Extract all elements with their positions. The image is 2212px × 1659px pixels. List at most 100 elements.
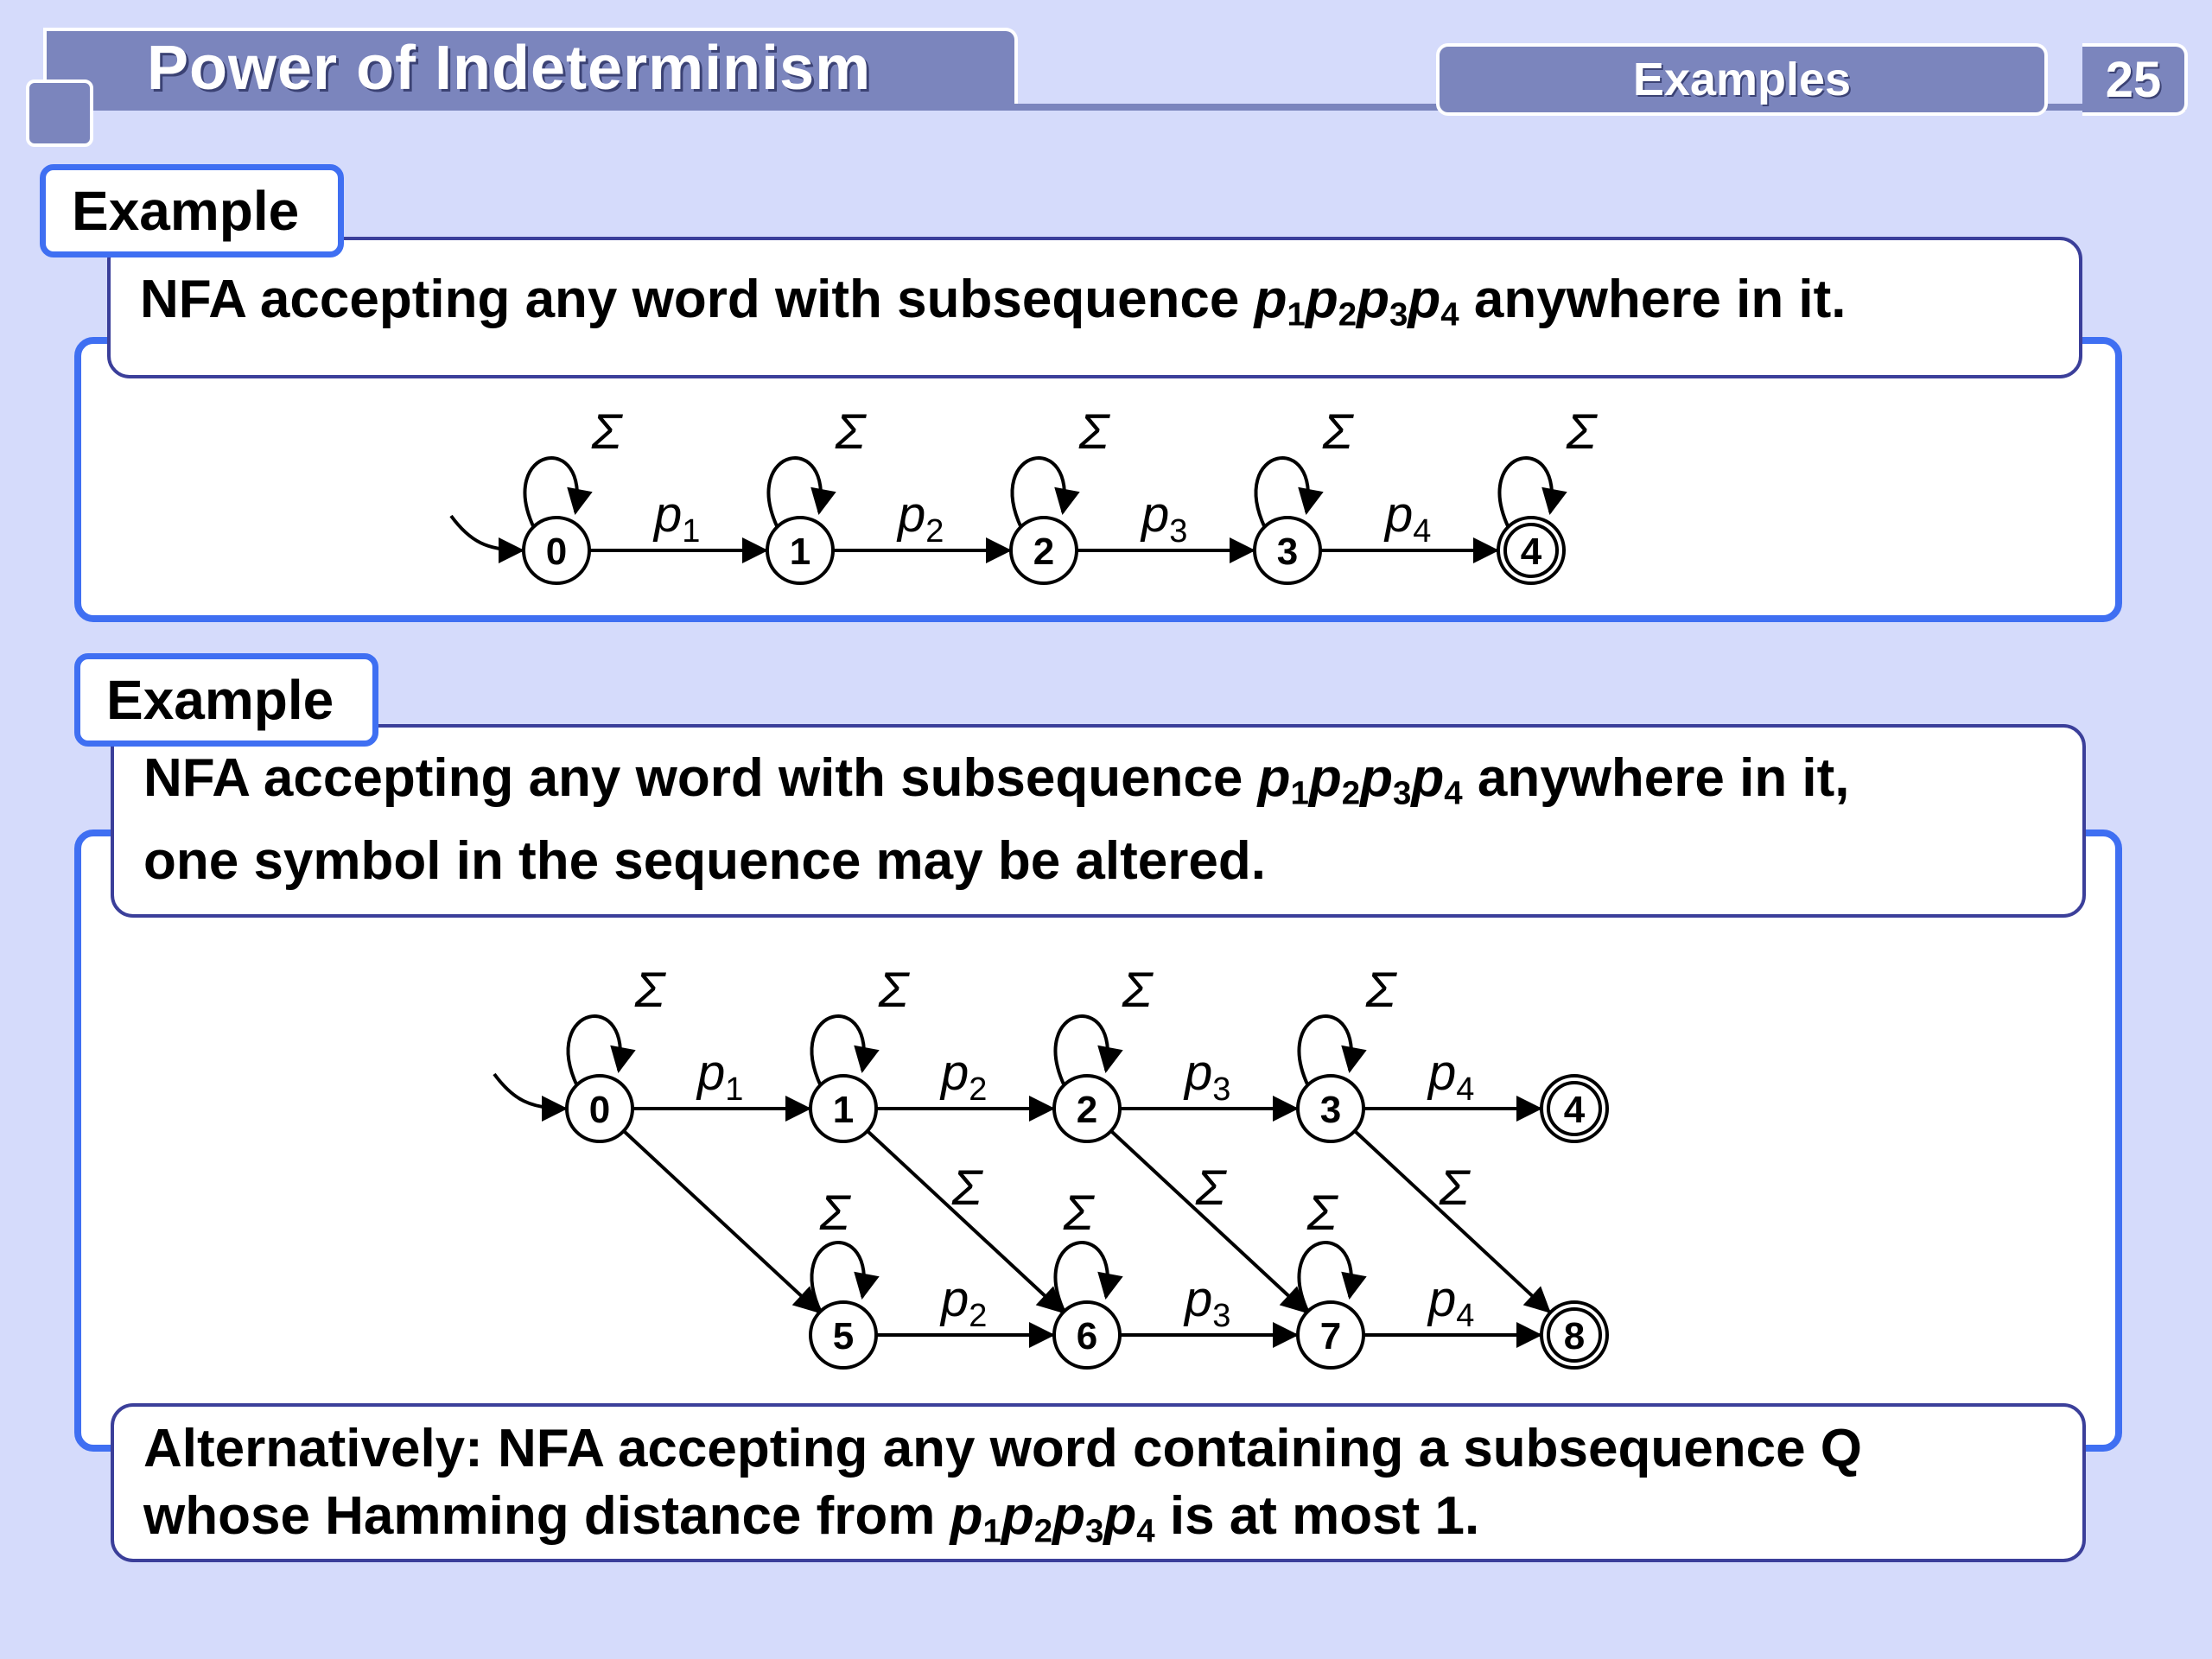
sequence-symbol: p xyxy=(950,1486,983,1546)
sequence-subscript: 3 xyxy=(1389,296,1408,334)
edge-1-6-label: Σ xyxy=(951,1160,984,1216)
state-0 xyxy=(522,516,591,585)
example1-label: Example xyxy=(40,164,344,257)
state-4-label: 4 xyxy=(1564,1089,1586,1131)
state-0-label: 0 xyxy=(546,531,567,573)
example2-caption-text-before: NFA accepting any word with subsequence xyxy=(143,748,1258,808)
state-6 xyxy=(1052,1300,1122,1370)
header-rule xyxy=(43,104,2186,111)
example2-label-text: Example xyxy=(106,669,334,731)
sequence-symbol: p xyxy=(1257,748,1291,808)
loop-1-label: Σ xyxy=(835,404,868,460)
page-title: Power of Indeterminism xyxy=(147,34,872,103)
edge-2-7-label: Σ xyxy=(1195,1160,1228,1216)
sequence-subscript: 1 xyxy=(1290,774,1309,812)
loop-1 xyxy=(810,1014,880,1087)
loop-3-label: Σ xyxy=(1322,404,1355,460)
loop-0 xyxy=(523,456,593,529)
example1-label-text: Example xyxy=(72,180,300,242)
sequence-symbol: p xyxy=(1308,748,1342,808)
section-tab: Examples xyxy=(1436,43,2048,116)
edge-0-1-label: p1 xyxy=(696,1045,743,1108)
example1-frame xyxy=(74,337,2122,622)
loop-2 xyxy=(1010,456,1080,529)
loop-2 xyxy=(1053,1014,1123,1087)
example1-caption-sequence: p1p2p3p4 xyxy=(1254,270,1459,334)
title-tab xyxy=(43,28,1018,111)
state-4 xyxy=(1497,516,1566,585)
edge-2-3-label: p3 xyxy=(1183,1045,1230,1108)
example2-alt-text-before: whose Hamming distance from xyxy=(143,1486,950,1546)
start-arrow xyxy=(449,514,524,563)
edge-0-5 xyxy=(622,1129,820,1313)
state-3 xyxy=(1296,1074,1365,1143)
edge-2-3-label: p3 xyxy=(1140,486,1187,550)
sequence-subscript: 2 xyxy=(1338,296,1357,334)
loop-0-label: Σ xyxy=(591,404,624,460)
state-8-accepting-ring xyxy=(1547,1307,1602,1363)
state-6-label: 6 xyxy=(1077,1315,1097,1357)
example2-alt-line1: Alternatively: NFA accepting any word co… xyxy=(143,1419,1863,1478)
section-label: Examples xyxy=(1632,54,1852,105)
state-8 xyxy=(1540,1300,1609,1370)
loop-1 xyxy=(766,456,836,529)
loop-3 xyxy=(1297,1014,1367,1087)
sequence-subscript: 1 xyxy=(1287,296,1306,334)
sequence-subscript: 3 xyxy=(1085,1512,1104,1550)
sequence-symbol: p xyxy=(1052,1486,1086,1546)
sequence-subscript: 4 xyxy=(1440,296,1459,334)
loop-4 xyxy=(1497,456,1567,529)
example2-alternative: Alternatively: NFA accepting any word co… xyxy=(111,1403,2086,1562)
state-0 xyxy=(565,1074,634,1143)
example1-caption-text-after: anywhere in it. xyxy=(1459,270,1847,330)
sequence-subscript: 1 xyxy=(982,1512,1001,1550)
loop-4-label: Σ xyxy=(1566,404,1599,460)
example2-label: Example xyxy=(74,653,378,747)
state-5 xyxy=(809,1300,878,1370)
loop-2-label: Σ xyxy=(1078,404,1111,460)
sequence-symbol: p xyxy=(1254,270,1287,330)
loop-2-label: Σ xyxy=(1122,962,1154,1018)
example1-caption-text-before: NFA accepting any word with subsequence xyxy=(140,270,1255,330)
state-4-label: 4 xyxy=(1521,531,1542,573)
edge-1-2-label: p2 xyxy=(939,1045,987,1108)
loop-5-label: Σ xyxy=(819,1185,852,1241)
state-0-label: 0 xyxy=(589,1089,610,1131)
sequence-subscript: 3 xyxy=(1393,774,1412,812)
state-1-label: 1 xyxy=(790,531,810,573)
loop-1-label: Σ xyxy=(878,962,911,1018)
state-4-accepting-ring xyxy=(1547,1081,1602,1136)
loop-7 xyxy=(1297,1241,1367,1313)
state-2 xyxy=(1009,516,1078,585)
edge-1-2-label: p2 xyxy=(896,486,944,550)
example2-caption-text-after: anywhere in it, xyxy=(1462,748,1850,808)
sequence-symbol: p xyxy=(1305,270,1338,330)
sequence-symbol: p xyxy=(1357,270,1389,330)
edge-7-8-label: p4 xyxy=(1427,1271,1474,1334)
state-7 xyxy=(1296,1300,1365,1370)
sequence-symbol: p xyxy=(1408,270,1441,330)
state-2 xyxy=(1052,1074,1122,1143)
example2-caption-line2: one symbol in the sequence may be altere… xyxy=(143,830,1266,891)
sequence-subscript: 4 xyxy=(1136,1512,1155,1550)
loop-0-label: Σ xyxy=(634,962,667,1018)
example2-caption-sequence: p1p2p3p4 xyxy=(1257,748,1463,812)
start-arrow xyxy=(493,1072,568,1122)
loop-6-label: Σ xyxy=(1063,1185,1096,1241)
edge-5-6-label: p2 xyxy=(939,1271,987,1334)
state-1-label: 1 xyxy=(833,1089,854,1131)
state-7-label: 7 xyxy=(1320,1315,1341,1357)
edge-3-8 xyxy=(1353,1129,1551,1313)
state-2-label: 2 xyxy=(1033,531,1054,573)
state-4-accepting-ring xyxy=(1503,523,1559,578)
sequence-symbol: p xyxy=(1001,1486,1034,1546)
state-1 xyxy=(809,1074,878,1143)
edge-3-4-label: p4 xyxy=(1383,486,1431,550)
state-5-label: 5 xyxy=(833,1315,854,1357)
sequence-subscript: 2 xyxy=(1341,774,1361,812)
edge-1-6 xyxy=(866,1129,1064,1313)
page-number-tab: 25 xyxy=(2082,43,2188,116)
state-4 xyxy=(1540,1074,1609,1143)
edge-3-4-label: p4 xyxy=(1427,1045,1474,1108)
